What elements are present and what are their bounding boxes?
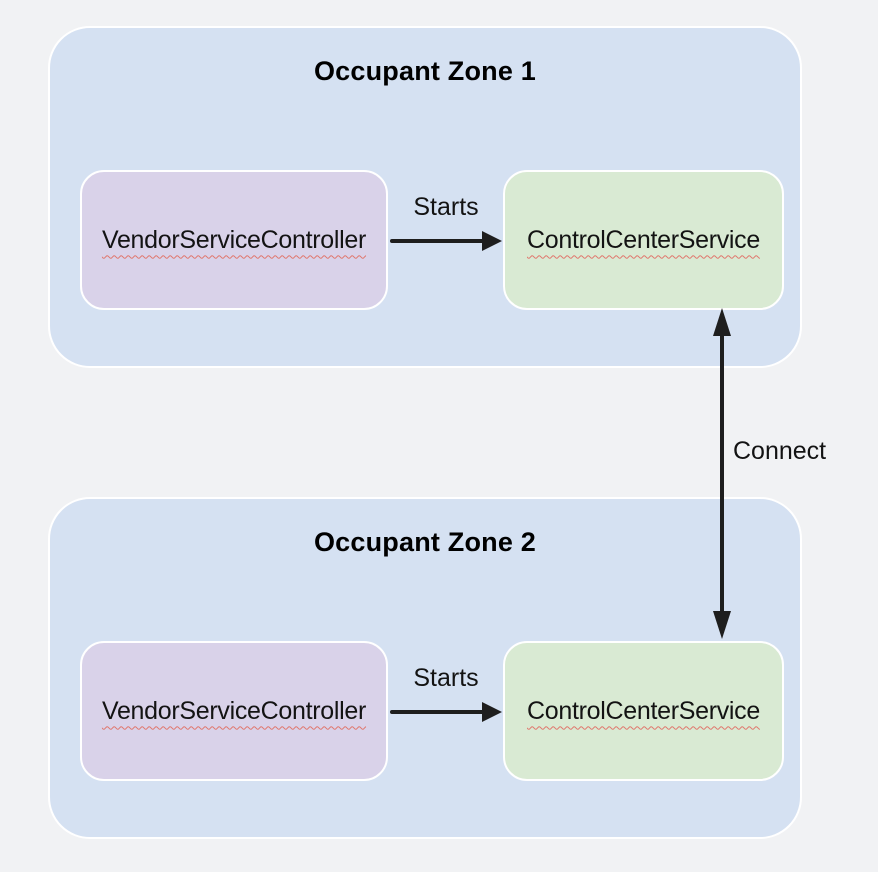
starts-arrow-line (390, 239, 484, 243)
arrow-down-icon (713, 611, 731, 639)
vendor-service-controller-box: VendorServiceController (80, 170, 388, 310)
control-center-service-label: ControlCenterService (527, 696, 760, 725)
starts-arrow-line (390, 710, 484, 714)
starts-arrow-label: Starts (413, 664, 479, 692)
vendor-service-controller-box: VendorServiceController (80, 641, 388, 781)
connect-arrow-label: Connect (733, 437, 827, 465)
vendor-service-controller-label: VendorServiceController (101, 225, 367, 254)
connect-arrow (712, 308, 732, 639)
control-center-service-box: ControlCenterService (503, 170, 784, 310)
starts-arrow-label: Starts (413, 193, 479, 221)
occupant-zone-2: Occupant Zone 2 VendorServiceController … (48, 497, 802, 839)
zone-title: Occupant Zone 1 (313, 56, 537, 86)
vendor-service-controller-label: VendorServiceController (101, 696, 367, 725)
occupant-zone-1: Occupant Zone 1 VendorServiceController … (48, 26, 802, 368)
connect-arrow-line (720, 330, 724, 617)
arrow-up-icon (713, 308, 731, 336)
zone-title: Occupant Zone 2 (313, 527, 537, 557)
arrow-right-icon (482, 702, 502, 722)
arrow-right-icon (482, 231, 502, 251)
control-center-service-label: ControlCenterService (527, 225, 760, 254)
control-center-service-box: ControlCenterService (503, 641, 784, 781)
